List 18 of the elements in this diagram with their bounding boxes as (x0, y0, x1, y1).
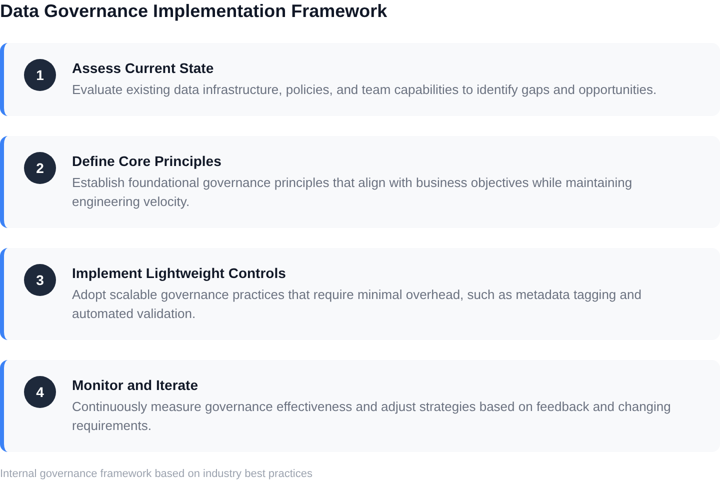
step-description: Establish foundational governance principles that align with business objectives while maintaining engineering velocity. (72, 174, 634, 211)
diagram-title: Data Governance Implementation Framework (0, 0, 388, 22)
step-number-circle: 1 (24, 59, 56, 91)
step-number-circle: 4 (24, 376, 56, 408)
step-heading: Define Core Principles (72, 152, 222, 170)
step-heading: Monitor and Iterate (72, 376, 198, 394)
caption: Internal governance framework based on industry best practices (0, 467, 312, 481)
step-card (0, 360, 720, 452)
step-card (0, 248, 720, 340)
step-number-circle: 3 (24, 264, 56, 296)
step-description: Evaluate existing data infrastructure, policies, and team capabilities to identify gaps and opportunities. (72, 81, 658, 99)
step-heading: Implement Lightweight Controls (72, 264, 286, 282)
step-card (0, 43, 720, 116)
step-number-circle: 2 (24, 152, 56, 184)
step-description: Continuously measure governance effectiveness and adjust strategies based on feedback and changing requirements. (72, 398, 672, 435)
step-card (0, 136, 720, 228)
step-description: Adopt scalable governance practices that require minimal overhead, such as metadata tagging and automated validation. (72, 286, 642, 323)
step-heading: Assess Current State (72, 59, 214, 77)
